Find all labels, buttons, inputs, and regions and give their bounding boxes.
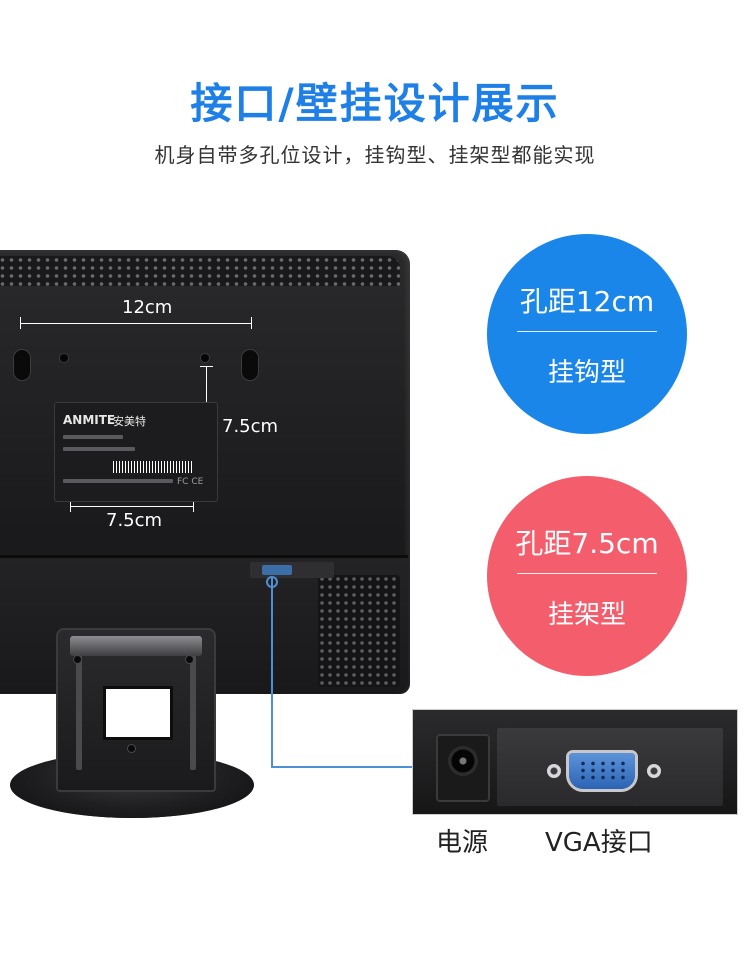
dim-tick — [70, 500, 71, 512]
mount-hole — [201, 354, 209, 362]
stand-rail — [76, 650, 82, 770]
label-text-line — [63, 479, 173, 483]
barcode — [113, 461, 193, 473]
dim-line-75-horizontal — [70, 506, 194, 507]
stand-hinge — [70, 636, 202, 656]
dim-tick — [251, 317, 252, 329]
vga-label: VGA接口 — [545, 828, 653, 858]
dim-tick — [20, 317, 21, 329]
label-text-line — [63, 447, 135, 451]
dim-label-75-horizontal: 7.5cm — [106, 510, 163, 531]
mount-hole — [60, 354, 68, 362]
dim-line-12cm — [20, 323, 252, 324]
side-vent-grille — [318, 575, 400, 687]
badge-divider — [517, 573, 657, 574]
power-label: 电源 — [436, 828, 489, 858]
vga-screw-icon — [647, 764, 661, 778]
page-subtitle: 机身自带多孔位设计，挂钩型、挂架型都能实现 — [154, 143, 596, 167]
cert-marks: FC CE — [177, 477, 204, 487]
stand-screw — [186, 656, 193, 663]
brand-cn: 安美特 — [113, 415, 146, 428]
bracket-type-text: 挂架型 — [547, 600, 626, 630]
top-vent-strip — [0, 256, 400, 286]
callout-line-horizontal — [271, 766, 413, 768]
vga-screw-icon — [547, 764, 561, 778]
hook-spacing-text: 孔距12cm — [519, 285, 655, 318]
hook-type-text: 挂钩型 — [547, 358, 626, 388]
hook-slot-right — [242, 350, 258, 380]
hook-slot-left — [14, 350, 30, 380]
panel-divider — [0, 555, 408, 558]
stand-screw — [74, 656, 81, 663]
page-title: 接口/壁挂设计展示 — [190, 79, 560, 128]
dim-tick — [200, 366, 213, 367]
power-jack-icon — [448, 746, 478, 776]
stand-rail — [190, 650, 196, 770]
vga-pins — [578, 760, 626, 782]
label-text-line — [63, 435, 123, 439]
bracket-spacing-text: 孔距7.5cm — [515, 527, 659, 560]
dim-label-75-vertical: 7.5cm — [222, 416, 279, 437]
dim-tick — [193, 500, 194, 512]
hook-type-badge: 孔距12cm 挂钩型 — [487, 234, 687, 434]
brand-logo: ANMITE — [63, 413, 116, 427]
badge-divider — [517, 331, 657, 332]
dim-label-12cm: 12cm — [122, 297, 173, 318]
vga-port-mini — [262, 565, 292, 575]
stand-cutout — [103, 686, 173, 740]
product-label: ANMITE 安美特 FC CE — [54, 402, 218, 502]
bracket-type-badge: 孔距7.5cm 挂架型 — [487, 476, 687, 676]
callout-line-vertical — [271, 578, 273, 768]
stand-screw — [128, 745, 135, 752]
